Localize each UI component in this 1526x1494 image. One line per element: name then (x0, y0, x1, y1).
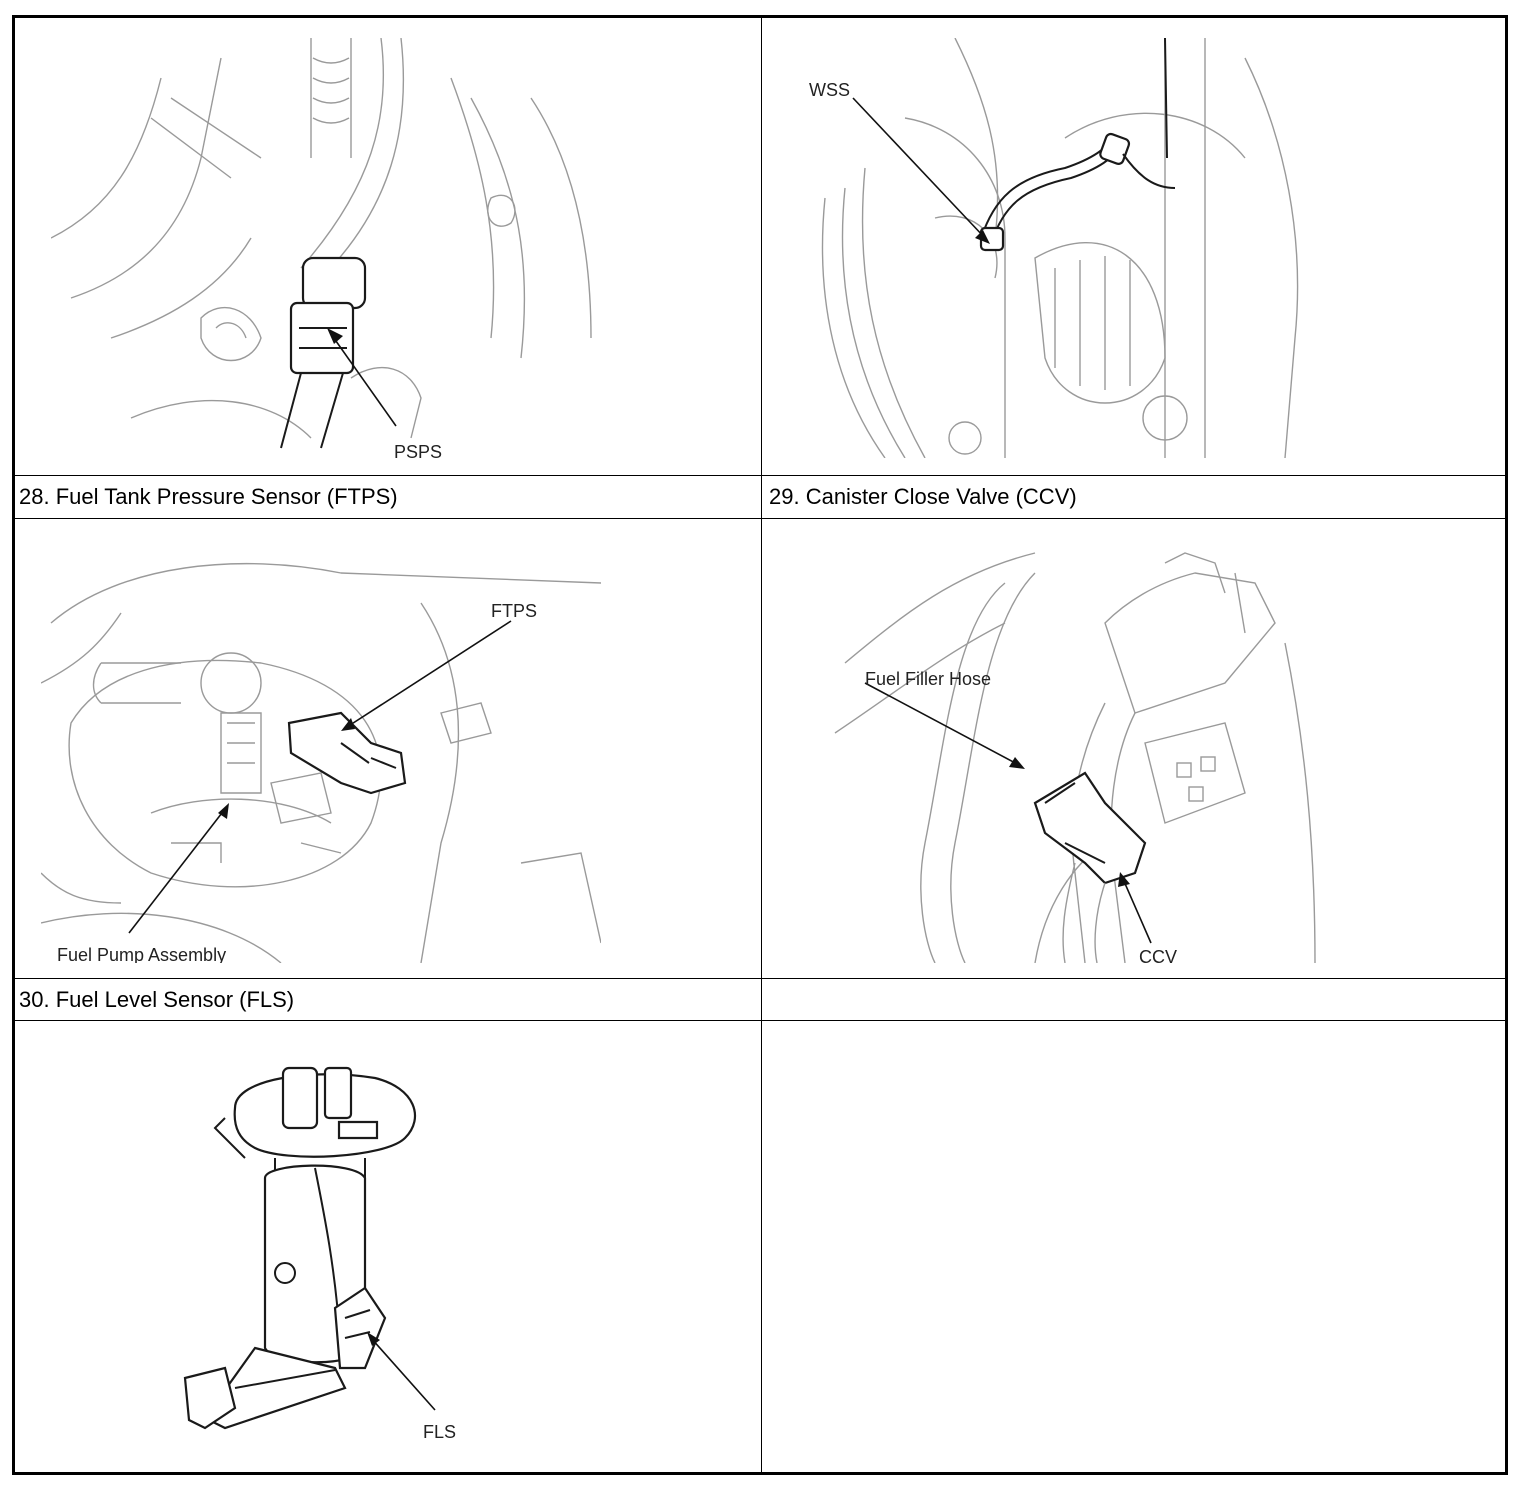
row-divider (15, 1020, 1505, 1021)
ccv-illustration: Fuel Filler Hose CCV (834, 552, 1316, 963)
label-fls: FLS (423, 1422, 456, 1442)
label-wss: WSS (809, 80, 850, 100)
wss-illustration: WSS (809, 38, 1299, 458)
label-psps: PSPS (394, 442, 442, 458)
caption-ccv: 29. Canister Close Valve (CCV) (769, 484, 1077, 509)
column-divider (761, 18, 762, 1472)
label-fuel-pump-assembly: Fuel Pump Assembly (57, 945, 226, 963)
psps-illustration: PSPS (51, 38, 592, 458)
row-divider (15, 475, 1505, 476)
label-fuel-filler-hose: Fuel Filler Hose (865, 669, 991, 689)
row-divider (15, 978, 1505, 979)
ftps-illustration: FTPS Fuel Pump Assembly (41, 563, 601, 963)
caption-ftps: 28. Fuel Tank Pressure Sensor (FTPS) (19, 484, 398, 509)
caption-fls: 30. Fuel Level Sensor (FLS) (19, 987, 295, 1012)
label-ftps: FTPS (491, 601, 537, 621)
diagram-sheet: 28. Fuel Tank Pressure Sensor (FTPS) 29.… (12, 15, 1508, 1475)
fls-illustration: FLS (183, 1066, 456, 1442)
row-divider (15, 518, 1505, 519)
label-ccv: CCV (1139, 947, 1177, 963)
